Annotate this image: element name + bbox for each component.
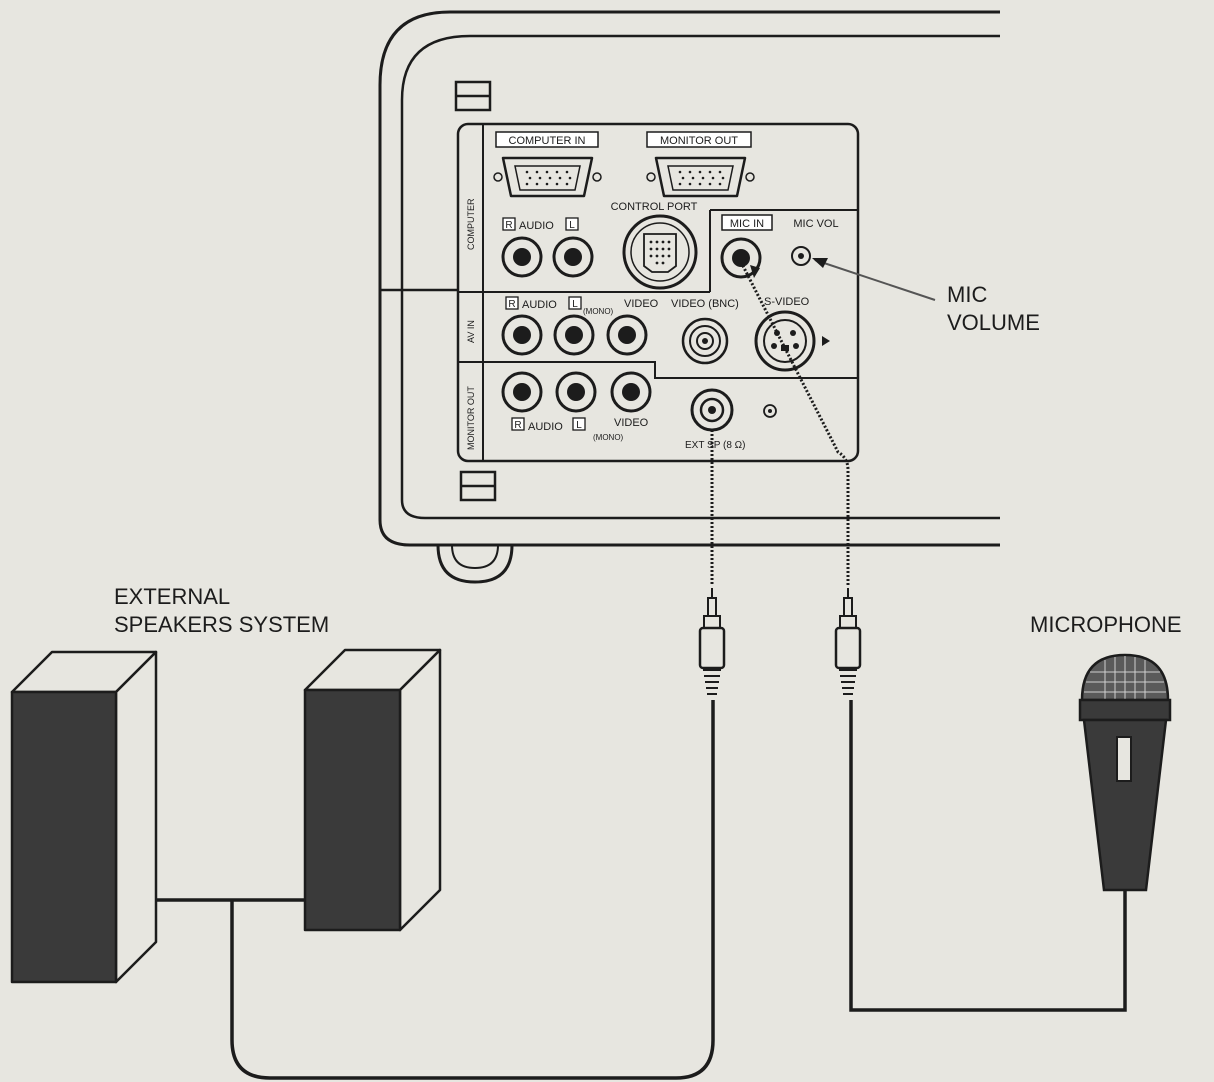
mic-volume-label-line2: VOLUME [947, 310, 1040, 335]
svg-text:L: L [569, 220, 575, 231]
svg-text:R: R [514, 420, 521, 431]
speakers-label-line2: SPEAKERS SYSTEM [114, 612, 329, 637]
computer-in-port[interactable]: COMPUTER IN [493, 131, 602, 198]
mic-volume-pointer [812, 258, 936, 301]
right-speaker-icon [303, 648, 442, 932]
microphone-cable [739, 261, 1127, 1012]
speakers-label-line1: EXTERNAL [114, 584, 230, 609]
speaker-cable [154, 430, 715, 1080]
microphone-cable-plug-icon [834, 588, 862, 695]
projector-foot [436, 544, 514, 584]
monitor-out-vga-label: MONITOR OUT [660, 135, 738, 147]
monitor-out-vga-port[interactable]: MONITOR OUT [646, 131, 755, 198]
mic-vol-knob[interactable]: MIC VOL [791, 218, 839, 266]
control-port[interactable]: CONTROL PORT [611, 201, 698, 290]
svg-text:L: L [572, 299, 578, 310]
svg-text:L: L [576, 420, 582, 431]
microphone-icon [1078, 653, 1172, 892]
av-in-video-jack[interactable] [606, 314, 648, 356]
svg-text:AUDIO: AUDIO [522, 299, 557, 311]
av-in-video-label: VIDEO [624, 298, 659, 310]
s-video-label: S-VIDEO [764, 296, 810, 308]
svg-text:(MONO): (MONO) [583, 307, 614, 316]
computer-audio-label: R AUDIO L [502, 217, 579, 232]
mic-vol-label: MIC VOL [793, 218, 838, 230]
svg-text:R: R [508, 299, 515, 310]
section-label-monitor-out: MONITOR OUT [466, 386, 476, 450]
mic-in-label: MIC IN [730, 218, 764, 230]
monitor-out-audio-r-jack[interactable] [501, 371, 543, 413]
av-in-audio-label: R AUDIO L (MONO) [505, 296, 614, 316]
projector-body [378, 10, 1000, 547]
monitor-out-video-jack[interactable] [610, 371, 652, 413]
video-bnc-jack[interactable] [681, 317, 729, 365]
control-port-label: CONTROL PORT [611, 201, 698, 213]
left-speaker-icon [10, 650, 158, 984]
section-label-av-in: AV IN [466, 320, 476, 343]
svg-text:AUDIO: AUDIO [519, 220, 554, 232]
monitor-out-video-label: VIDEO [614, 417, 649, 429]
computer-audio-r-jack[interactable] [501, 236, 543, 278]
rear-panel [456, 122, 860, 463]
computer-in-label: COMPUTER IN [509, 135, 586, 147]
ext-sp-label: EXT SP (8 Ω) [685, 440, 745, 451]
av-in-audio-r-jack[interactable] [501, 314, 543, 356]
svg-text:(MONO): (MONO) [593, 433, 624, 442]
mic-in-jack[interactable]: MIC IN [720, 214, 773, 279]
mic-volume-label-line1: MIC [947, 282, 987, 307]
monitor-out-audio-label: R AUDIO L (MONO) [511, 417, 624, 442]
monitor-out-audio-l-jack[interactable] [555, 371, 597, 413]
svg-text:R: R [505, 220, 512, 231]
speaker-cable-plug-icon [698, 588, 726, 695]
small-screw-icon [763, 404, 777, 418]
svg-text:AUDIO: AUDIO [528, 421, 563, 433]
av-in-audio-l-jack[interactable] [553, 314, 595, 356]
vent-icon [454, 80, 497, 502]
video-bnc-label: VIDEO (BNC) [671, 298, 739, 310]
microphone-label: MICROPHONE [1030, 612, 1182, 637]
ext-sp-jack[interactable]: EXT SP (8 Ω) [685, 388, 745, 451]
section-label-computer: COMPUTER [466, 198, 476, 250]
computer-audio-l-jack[interactable] [552, 236, 594, 278]
